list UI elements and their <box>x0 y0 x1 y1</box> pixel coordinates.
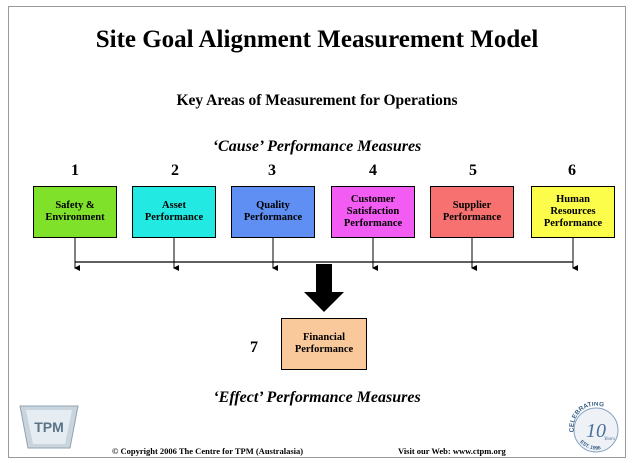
area-number-1: 1 <box>71 162 79 179</box>
area-label-2: Asset Performance <box>144 200 204 223</box>
area-label-1: Safety & Environment <box>45 200 105 223</box>
tpm-logo-text: TPM <box>34 419 64 435</box>
celebrating-logo-number: 10 <box>586 420 606 442</box>
outcome-number: 7 <box>250 339 258 356</box>
area-box-quality: Quality Performance <box>231 186 315 238</box>
effect-heading: ‘Effect’ Performance Measures <box>213 389 421 406</box>
area-box-customer: Customer Satisfaction Performance <box>331 186 415 238</box>
area-number-3: 3 <box>268 162 276 179</box>
celebrating-logo-word: Years <box>604 437 615 442</box>
outcome-label: Financial Performance <box>294 332 354 355</box>
area-box-asset: Asset Performance <box>132 186 216 238</box>
outcome-box-financial: Financial Performance <box>281 318 367 370</box>
celebrating-logo: CELEBRATING 10 Years EST. 1996 <box>569 402 619 453</box>
footer-copyright: © Copyright 2006 The Centre for TPM (Aus… <box>112 446 303 456</box>
cause-heading: ‘Cause’ Performance Measures <box>212 138 422 155</box>
big-down-arrow <box>304 264 344 312</box>
area-box-safety: Safety & Environment <box>33 186 117 238</box>
area-box-human-resources: Human Resources Performance <box>531 186 615 238</box>
copyright-text: Copyright 2006 The Centre for TPM (Austr… <box>120 446 304 456</box>
area-number-6: 6 <box>568 162 576 179</box>
footer-website: Visit our Web: www.ctpm.org <box>398 446 506 456</box>
slide-subtitle: Key Areas of Measurement for Operations <box>176 92 458 109</box>
slide-title: Site Goal Alignment Measurement Model <box>95 26 539 53</box>
area-label-6: Human Resources Performance <box>543 194 603 229</box>
area-number-2: 2 <box>171 162 179 179</box>
tpm-logo: TPM <box>19 405 79 449</box>
area-label-4: Customer Satisfaction Performance <box>343 194 403 229</box>
area-box-supplier: Supplier Performance <box>430 186 514 238</box>
area-number-4: 4 <box>369 162 377 179</box>
copyright-icon: © <box>112 446 119 456</box>
area-number-5: 5 <box>469 162 477 179</box>
area-label-3: Quality Performance <box>243 200 303 223</box>
area-label-5: Supplier Performance <box>442 200 502 223</box>
